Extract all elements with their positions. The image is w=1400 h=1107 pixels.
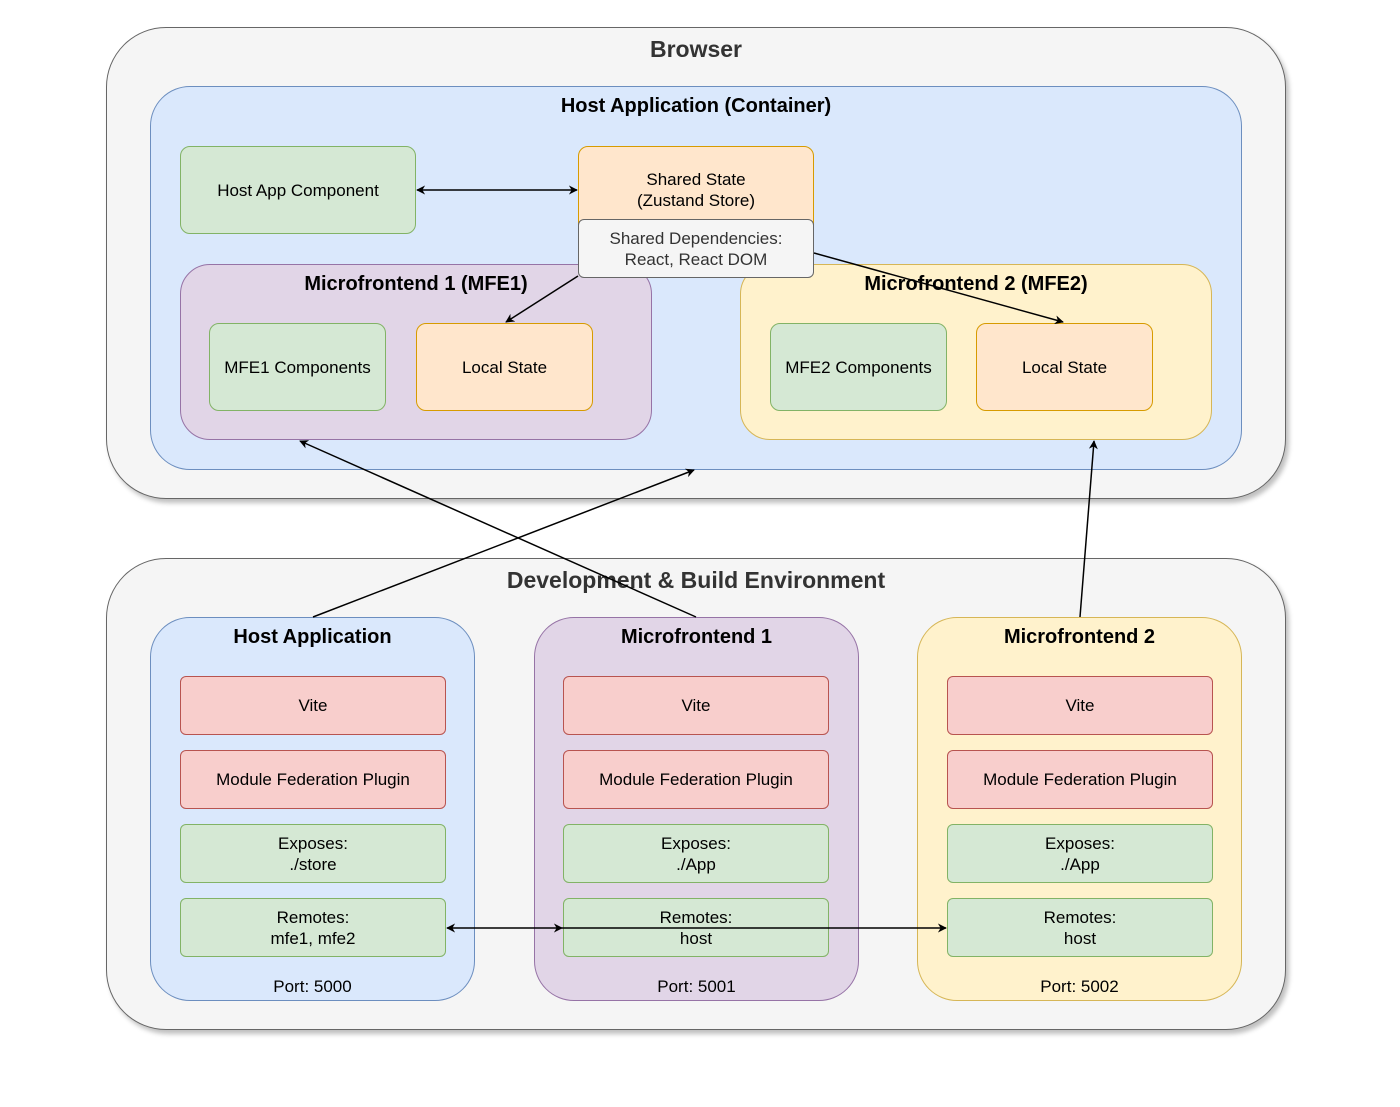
mfe1-components-label: MFE1 Components [224,357,371,377]
mfe1-components[interactable]: MFE1 Components [209,323,386,411]
dev-mfe1-exposes-label: Exposes: ./App [661,833,731,874]
dev-mfe1-vite-label: Vite [681,696,711,715]
dev-host-remotes-label: Remotes: mfe1, mfe2 [270,907,356,948]
mfe1-runtime-title: Microfrontend 1 (MFE1) [304,273,528,295]
dev-mfe1-plugin-label: Module Federation Plugin [599,770,793,789]
dev-host-plugin-label: Module Federation Plugin [216,770,410,789]
dev-host-vite-label: Vite [298,696,328,715]
dev-mfe2-remotes[interactable]: Remotes: host [947,898,1213,957]
dev-mfe2-title: Microfrontend 2 [1003,626,1156,648]
dev-host-remotes[interactable]: Remotes: mfe1, mfe2 [180,898,446,957]
dev-mfe2-vite[interactable]: Vite [947,676,1213,735]
dev-host-exposes[interactable]: Exposes: ./store [180,824,446,883]
host-app-component[interactable]: Host App Component [180,146,416,234]
mfe2-components-label: MFE2 Components [785,357,932,377]
shared-dependencies[interactable]: Shared Dependencies: React, React DOM [578,219,814,278]
dev-mfe2-remotes-label: Remotes: host [1043,907,1117,948]
dev-mfe1-title: Microfrontend 1 [620,626,773,648]
mfe2-local-state[interactable]: Local State [976,323,1153,411]
mfe2-runtime-title: Microfrontend 2 (MFE2) [864,273,1088,295]
dev-host-vite[interactable]: Vite [180,676,446,735]
shared-state-label: Shared State (Zustand Store) [636,170,756,210]
dev-host-port: Port: 5000 [273,977,352,996]
browser-title: Browser [649,36,743,62]
shared-dependencies-label: Shared Dependencies: React, React DOM [609,228,783,269]
mfe1-local-state[interactable]: Local State [416,323,593,411]
dev-mfe1-vite[interactable]: Vite [563,676,829,735]
dev-host-title: Host Application [233,626,392,648]
dev-mfe1-exposes[interactable]: Exposes: ./App [563,824,829,883]
dev-mfe2-vite-label: Vite [1065,696,1095,715]
mfe2-components[interactable]: MFE2 Components [770,323,947,411]
dev-environment-title: Development & Build Environment [506,567,886,593]
dev-host-plugin[interactable]: Module Federation Plugin [180,750,446,809]
dev-mfe2-exposes-label: Exposes: ./App [1045,833,1115,874]
dev-mfe1-remotes-label: Remotes: host [659,907,733,948]
dev-mfe1-remotes[interactable]: Remotes: host [563,898,829,957]
dev-mfe2-plugin[interactable]: Module Federation Plugin [947,750,1213,809]
dev-mfe1-port: Port: 5001 [657,977,736,996]
dev-mfe2-plugin-label: Module Federation Plugin [983,770,1177,789]
dev-mfe2-exposes[interactable]: Exposes: ./App [947,824,1213,883]
mfe2-local-state-label: Local State [1021,357,1108,377]
dev-mfe1-plugin[interactable]: Module Federation Plugin [563,750,829,809]
dev-mfe2-port: Port: 5002 [1040,977,1119,996]
mfe1-local-state-label: Local State [461,357,548,377]
dev-host-exposes-label: Exposes: ./store [278,833,348,874]
host-container-title: Host Application (Container) [560,95,832,117]
host-app-component-label: Host App Component [217,180,379,200]
